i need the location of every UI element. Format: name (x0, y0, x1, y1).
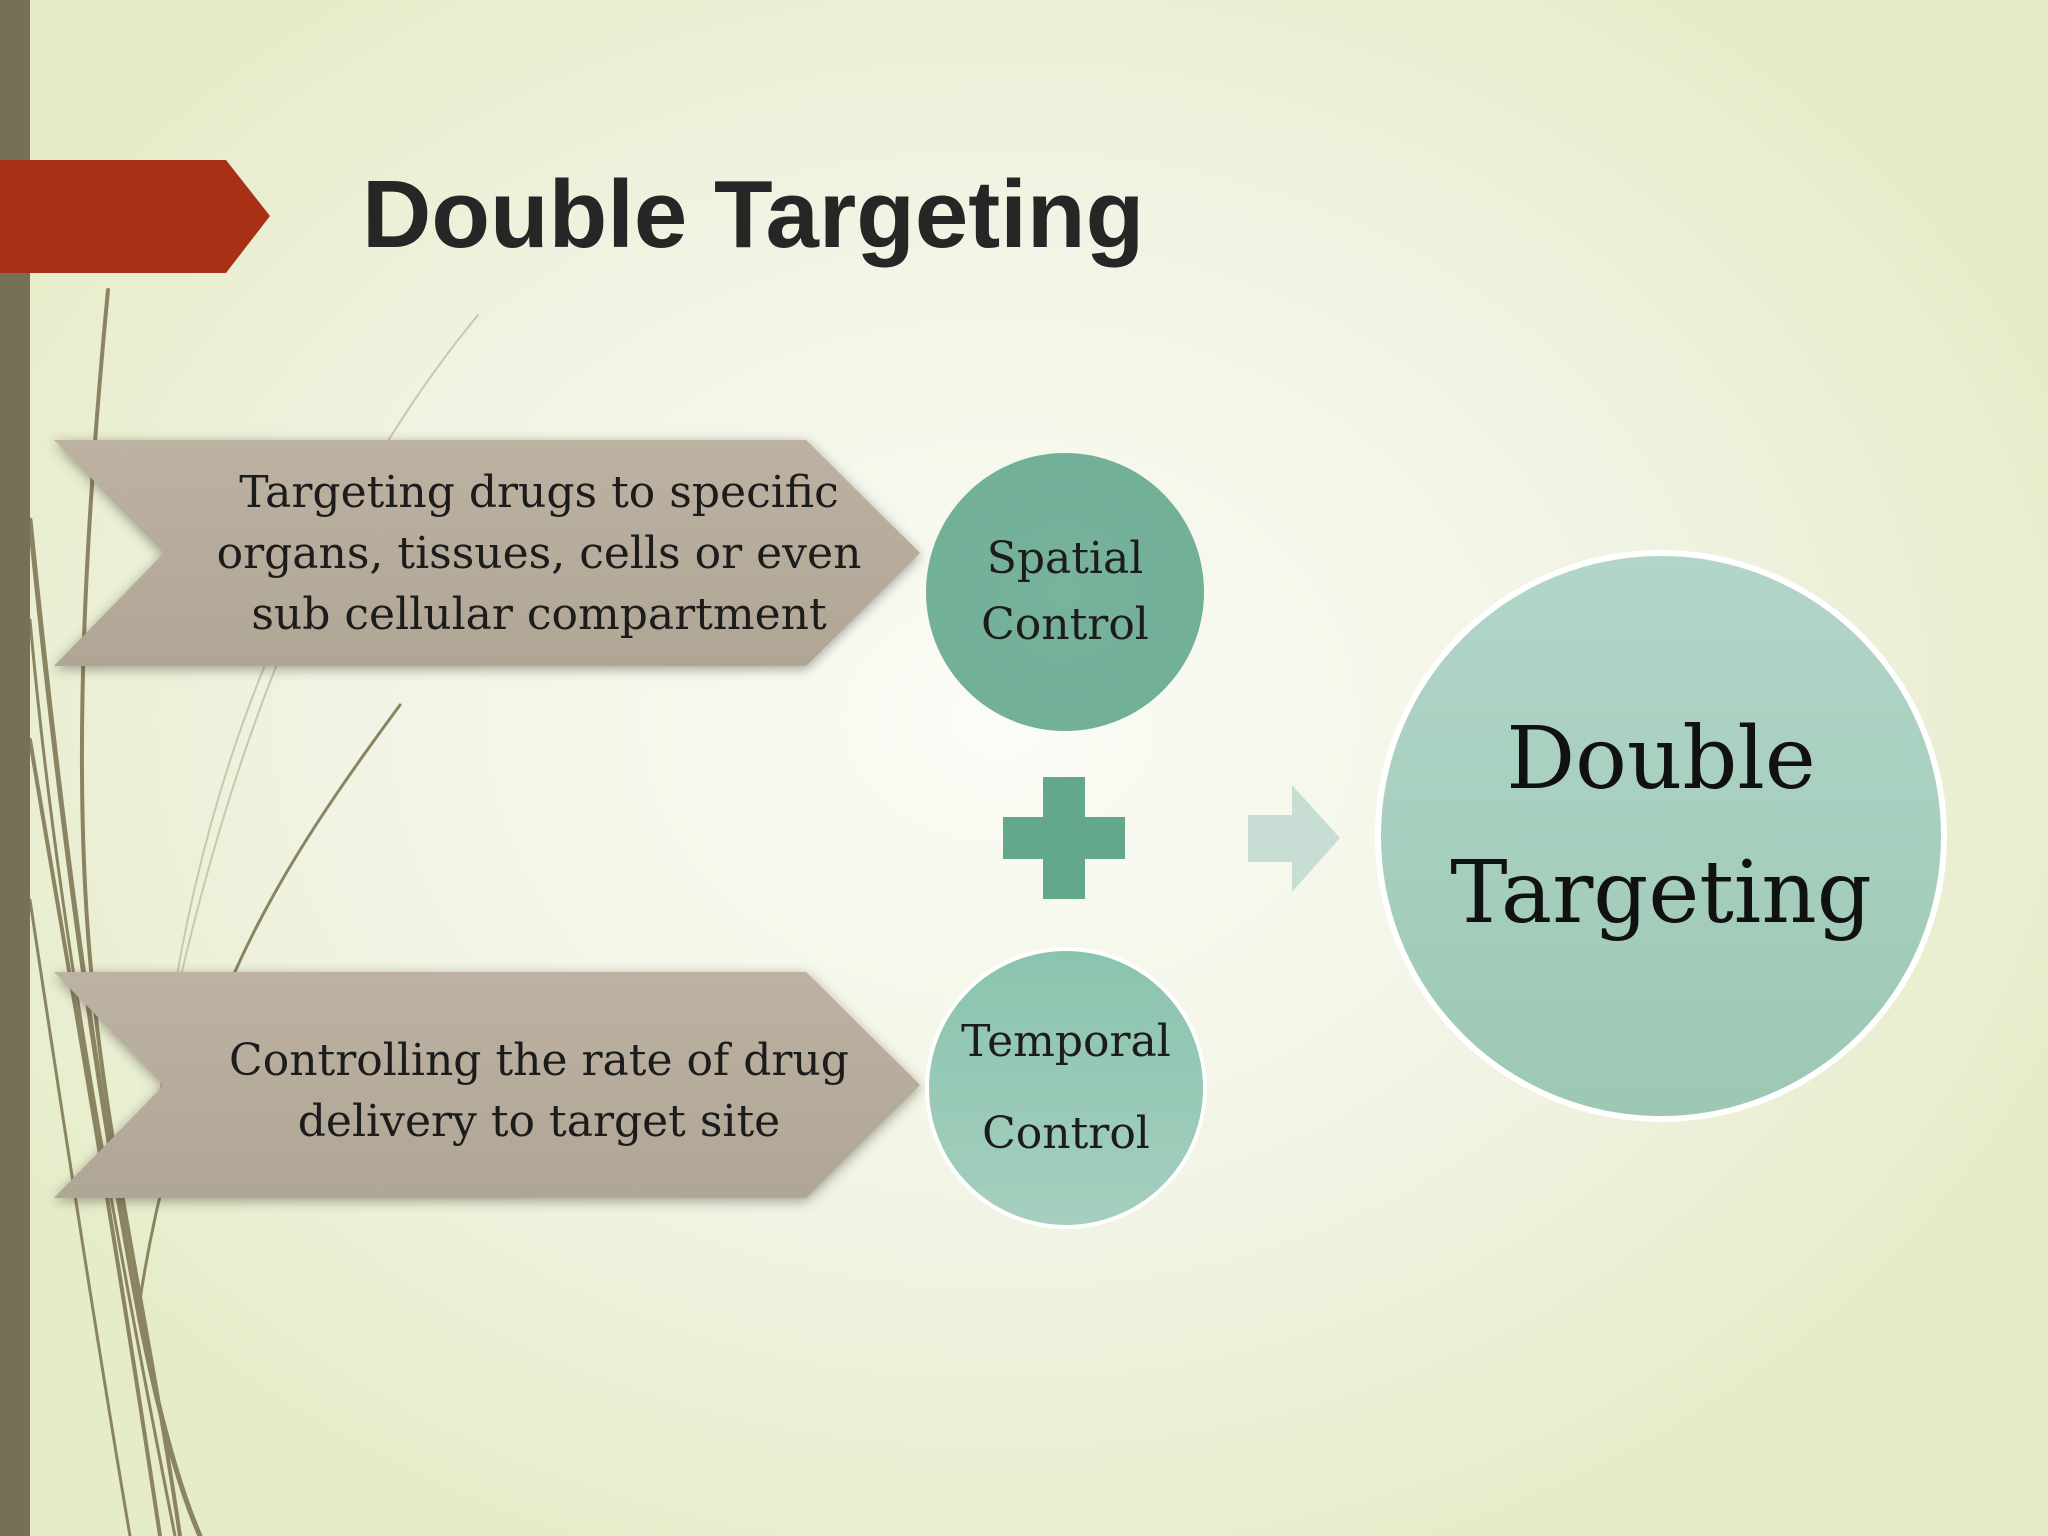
temporal-control-line-2: Control (982, 1108, 1150, 1159)
spatial-description-text: Targeting drugs to specific organs, tiss… (216, 466, 862, 640)
result-line-2: Targeting (1450, 843, 1872, 943)
plus-icon (1003, 777, 1125, 899)
spatial-control-line-2: Control (981, 599, 1149, 650)
spatial-description-chevron: Targeting drugs to specific organs, tiss… (54, 440, 920, 666)
result-line-1: Double (1506, 709, 1816, 809)
temporal-control-circle: Temporal Control (925, 947, 1207, 1229)
chevron-shape (54, 972, 920, 1198)
double-targeting-result-circle: Double Targeting (1375, 550, 1947, 1122)
temporal-control-line-1: Temporal (961, 1016, 1171, 1067)
title-accent-tab (0, 160, 270, 273)
spatial-control-line-1: Spatial (986, 533, 1144, 584)
spatial-control-circle: Spatial Control (926, 453, 1204, 731)
temporal-description-text: Controlling the rate of drug delivery to… (229, 1035, 849, 1147)
temporal-description-chevron: Controlling the rate of drug delivery to… (54, 972, 920, 1198)
slide-title: Double Targeting (362, 161, 1145, 268)
chevron-shape (54, 440, 920, 666)
